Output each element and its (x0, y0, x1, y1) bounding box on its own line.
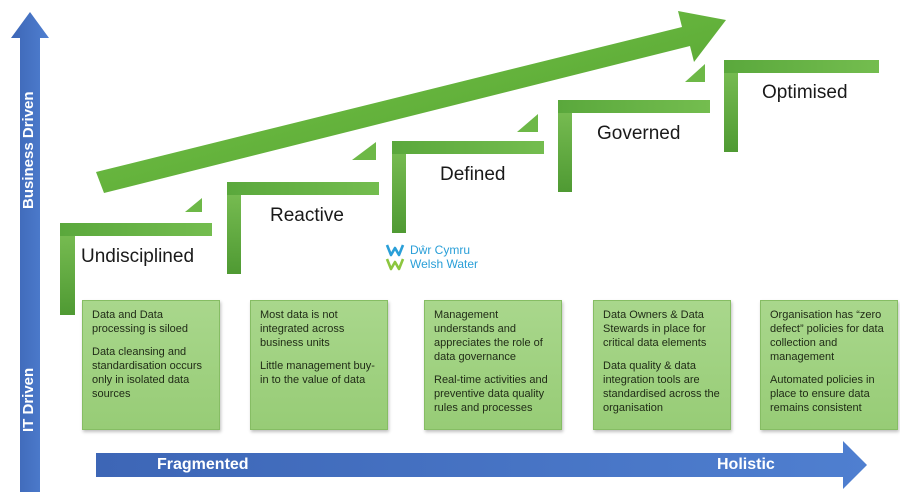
box-text: Data quality & data integration tools ar… (603, 360, 720, 414)
description-box-reactive: Most data is not integrated across busin… (250, 300, 388, 430)
box-text: Data cleansing and standardisation occur… (92, 346, 203, 400)
escalating-return-arrow (96, 11, 726, 193)
box-text: Automated policies in place to ensure da… (770, 374, 875, 414)
welsh-water-logo: Dŵr Cymru Welsh Water (408, 243, 478, 271)
description-box-optimised: Organisation has “zero defect” policies … (760, 300, 898, 430)
axis-label-business-driven: Business Driven (20, 91, 37, 209)
box-text: Organisation has “zero defect” policies … (770, 309, 884, 363)
box-text: Most data is not integrated across busin… (260, 309, 345, 349)
box-text: Data Owners & Data Stewards in place for… (603, 309, 707, 349)
step-defined (392, 114, 544, 233)
step-optimised (724, 60, 879, 152)
logo-line-welsh: Dŵr Cymru (410, 243, 470, 257)
stage-label-reactive: Reactive (270, 205, 344, 226)
axis-label-holistic: Holistic (717, 456, 775, 473)
horizontal-axis-arrow (96, 441, 867, 489)
step-undisciplined (60, 198, 212, 315)
stage-label-defined: Defined (440, 164, 506, 185)
stage-label-governed: Governed (597, 123, 681, 144)
logo-line-english: Welsh Water (410, 257, 479, 271)
stage-label-undisciplined: Undisciplined (81, 246, 195, 267)
box-text: Little management buy-in to the value of… (260, 360, 375, 386)
step-governed (558, 64, 710, 192)
description-box-undisciplined: Data and Data processing is siloed Data … (82, 300, 220, 430)
welsh-water-logo-icon (385, 244, 405, 271)
stage-label-optimised: Optimised (762, 82, 848, 103)
vertical-axis-arrow (11, 12, 49, 492)
box-text: Data and Data processing is siloed (92, 309, 188, 335)
box-text: Real-time activities and preventive data… (434, 374, 548, 414)
description-box-defined: Management understands and appreciates t… (424, 300, 562, 430)
step-reactive (227, 142, 379, 274)
description-box-governed: Data Owners & Data Stewards in place for… (593, 300, 731, 430)
axis-label-fragmented: Fragmented (157, 456, 249, 473)
axis-label-it-driven: IT Driven (20, 367, 37, 433)
box-text: Management understands and appreciates t… (434, 309, 543, 363)
